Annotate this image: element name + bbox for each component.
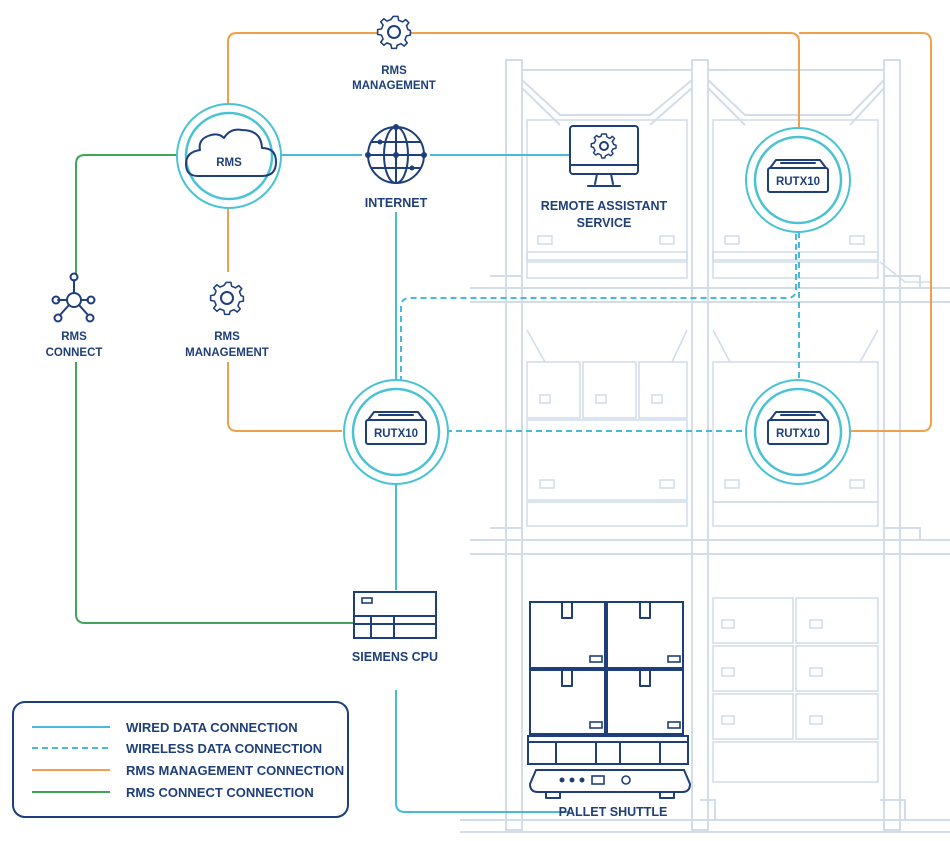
monitor-gear-icon [569,125,639,187]
router-mid-left[interactable]: RUTX10 [343,379,449,485]
siemens-cpu-label: SIEMENS CPU [352,650,438,664]
legend-label-wired: WIRED DATA CONNECTION [126,720,298,735]
rms-connect-line2: CONNECT [46,347,103,359]
remote-assistant-node[interactable]: REMOTE ASSISTANT SERVICE [541,125,668,230]
rms-connect-line1: RMS [61,331,87,343]
legend-item-connect: RMS CONNECT CONNECTION [32,785,314,800]
legend-item-wireless: WIRELESS DATA CONNECTION [32,741,322,756]
router-top-right[interactable]: RUTX10 [745,127,851,233]
mgmt-line-left [227,208,342,432]
pallet-shuttle-label: PALLET SHUTTLE [559,805,668,819]
rms-management-top-line1: RMS [381,65,407,77]
pallet-boxes-icon [527,601,689,765]
wired-cpu-shuttle [395,690,570,813]
shuttle-robot-icon [528,769,692,799]
legend-item-wired: WIRED DATA CONNECTION [32,720,298,735]
legend-label-connect: RMS CONNECT CONNECTION [126,785,314,800]
siemens-cpu-node[interactable]: SIEMENS CPU [352,591,438,664]
router-icon [767,411,829,445]
rms-node-label: RMS [216,157,242,169]
router-mid-left-label: RUTX10 [374,428,418,440]
router-top-right-label: RUTX10 [776,176,820,188]
mgmt-line-right [799,32,932,432]
gear-icon [376,15,412,50]
rms-management-left-line2: MANAGEMENT [185,347,269,359]
internet-node[interactable]: INTERNET [365,124,428,210]
rms-node[interactable]: RMS [176,103,282,209]
plc-icon [353,591,437,639]
wireless-top [400,232,797,382]
connections [75,32,932,813]
rms-management-top: RMS MANAGEMENT [352,15,436,92]
router-mid-right-label: RUTX10 [776,428,820,440]
router-mid-right[interactable]: RUTX10 [745,379,851,485]
legend-label-wireless: WIRELESS DATA CONNECTION [126,741,322,756]
legend-frame [12,701,349,818]
mgmt-line-top [227,32,800,128]
rms-management-left-line1: RMS [214,331,240,343]
network-hub-icon [51,272,96,323]
gear-icon [209,281,245,316]
rms-management-left: RMS MANAGEMENT [185,281,269,359]
warehouse-rack-background [460,59,950,833]
remote-assistant-line2: SERVICE [577,216,632,230]
router-icon [365,411,427,445]
router-icon [767,159,829,193]
rms-management-top-line2: MANAGEMENT [352,80,436,92]
internet-label: INTERNET [365,196,428,210]
legend: WIRED DATA CONNECTION WIRELESS DATA CONN… [12,701,349,818]
remote-assistant-line1: REMOTE ASSISTANT [541,199,668,213]
globe-icon [365,124,427,184]
rms-connect: RMS CONNECT [46,272,103,359]
legend-label-management: RMS MANAGEMENT CONNECTION [126,763,344,778]
pallet-shuttle-node[interactable]: PALLET SHUTTLE [527,601,692,819]
legend-item-management: RMS MANAGEMENT CONNECTION [32,763,344,778]
connect-line [75,154,354,624]
cloud-icon [185,128,277,177]
